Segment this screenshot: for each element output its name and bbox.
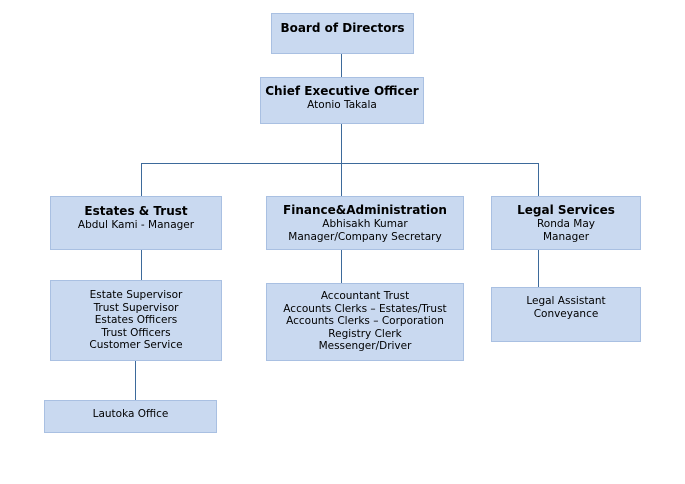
legal-services-box: Legal Services Ronda May Manager <box>491 196 641 250</box>
staff-item: Accountant Trust <box>320 290 410 302</box>
staff-item: Conveyance <box>533 307 599 320</box>
ceo-name: Atonio Takala <box>307 99 377 111</box>
estates-trust-box: Estates & Trust Abdul Kami - Manager <box>50 196 222 250</box>
staff-item: Trust Officers <box>101 326 171 339</box>
legal-manager-role: Manager <box>542 230 590 243</box>
finance-administration-box: Finance&Administration Abhisakh Kumar Ma… <box>266 196 464 250</box>
staff-item: Estate Supervisor <box>89 289 183 301</box>
legal-services-title: Legal Services <box>517 203 615 217</box>
board-title: Board of Directors <box>280 21 405 35</box>
connector-estates-staff <box>141 250 142 280</box>
staff-item: Legal Assistant <box>526 295 606 307</box>
board-of-directors-box: Board of Directors <box>271 13 414 54</box>
estates-trust-staff-box: Estate Supervisor Trust Supervisor Estat… <box>50 280 222 361</box>
lautoka-office-box: Lautoka Office <box>44 400 217 433</box>
connector-department-bus <box>141 163 539 164</box>
legal-services-staff-box: Legal Assistant Conveyance <box>491 287 641 342</box>
staff-item: Accounts Clerks – Corporation <box>286 315 444 327</box>
legal-manager-name: Ronda May <box>536 218 596 230</box>
estates-trust-manager: Abdul Kami - Manager <box>77 219 195 231</box>
staff-item: Trust Supervisor <box>93 301 179 314</box>
finance-manager-name: Abhisakh Kumar <box>322 218 408 230</box>
staff-item: Accounts Clerks – Estates/Trust <box>283 302 447 315</box>
finance-administration-staff-box: Accountant Trust Accounts Clerks – Estat… <box>266 283 464 361</box>
connector-bus-legal <box>538 163 539 196</box>
staff-item: Customer Service <box>89 339 183 351</box>
connector-bus-finance <box>341 163 342 196</box>
lautoka-office-label: Lautoka Office <box>92 408 169 420</box>
staff-item: Messenger/Driver <box>318 340 412 352</box>
connector-board-ceo <box>341 54 342 77</box>
ceo-box: Chief Executive Officer Atonio Takala <box>260 77 424 124</box>
finance-administration-title: Finance&Administration <box>283 203 447 217</box>
estates-trust-title: Estates & Trust <box>84 204 188 218</box>
connector-finance-staff <box>341 250 342 283</box>
staff-item: Estates Officers <box>94 314 178 326</box>
connector-estates-lautoka <box>135 361 136 400</box>
ceo-title: Chief Executive Officer <box>265 84 419 98</box>
connector-legal-staff <box>538 250 539 287</box>
connector-ceo-bus <box>341 124 342 164</box>
finance-manager-role: Manager/Company Secretary <box>288 230 442 243</box>
connector-bus-estates <box>141 163 142 196</box>
staff-item: Registry Clerk <box>328 327 402 340</box>
